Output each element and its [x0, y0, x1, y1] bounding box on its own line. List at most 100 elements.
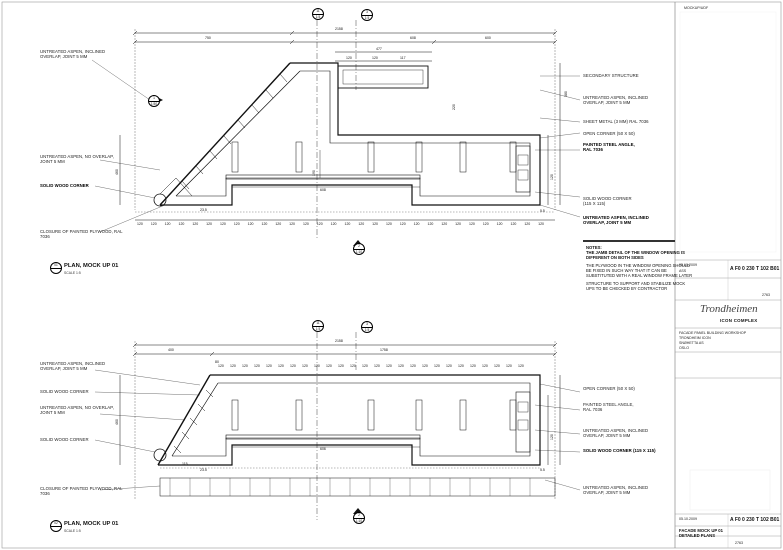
- p1-bottom-dim: 120: [247, 222, 254, 226]
- p1-bottom-dim: 120: [427, 222, 434, 226]
- plan-1-geometry: [91, 20, 581, 246]
- p2-label-closure-plywood: CLOSURE OF PAINTED PLYWOOD, RAL 7036: [40, 486, 123, 497]
- p1-bottom-dim: 120: [441, 222, 448, 226]
- p2-top-dim: 120: [350, 364, 356, 368]
- p2-label-aspen-inclined-r2: UNTREATED ASPEN, INCLINED OVERLAP, JOINT…: [583, 485, 649, 496]
- p2-label-aspen-no-overlap: UNTREATED ASPEN, NO OVERLAP, JOINT 5 MM: [40, 405, 114, 416]
- tb-lower-drawing-no: A F0 0 230 T 102 B01: [730, 517, 780, 523]
- tb-client-4: OSLO: [679, 346, 689, 350]
- p1-bottom-dim: 120: [510, 222, 517, 226]
- p2-top-dim: 120: [458, 364, 464, 368]
- tb-client-2: TRONDHEIM ICON: [679, 336, 711, 340]
- p2-top-dim: 120: [290, 364, 296, 368]
- tb-lower-sheet: 2763: [735, 541, 743, 545]
- p1-bottom-dim: 120: [455, 222, 461, 226]
- p2-top-dim: 120: [314, 364, 320, 368]
- dim-120a: 120: [346, 56, 352, 60]
- tb-rev-date: 05.10.2009: [679, 263, 697, 267]
- dim-side-120: 120: [550, 174, 554, 180]
- p2-top-dim: 120: [482, 364, 488, 368]
- p2-dim-total: 2158: [335, 339, 343, 343]
- p2-dim-1758: 1758: [380, 348, 388, 352]
- p1-bottom-dim: 120: [524, 222, 531, 226]
- p2-top-dim: 120: [302, 364, 308, 368]
- dim-inner-608: 608: [320, 188, 326, 192]
- p1-bottom-dim: 120: [469, 222, 475, 226]
- p2-label-aspen-inclined-r: UNTREATED ASPEN, INCLINED OVERLAP, JOINT…: [583, 428, 649, 439]
- p1-bottom-dim: 120: [316, 222, 323, 226]
- dim-477: 477: [376, 47, 382, 51]
- plan-1-marker: 01: [50, 262, 62, 274]
- dim-side-380: 380: [564, 91, 568, 97]
- p2-dim-side-120: 120: [550, 434, 554, 440]
- dim-inner-190: 190: [312, 170, 316, 176]
- p2-dim-side-55: 5.5: [540, 468, 545, 472]
- note-1: THE JAMB DETAIL OF THE WINDOW OPENING IS…: [586, 250, 685, 260]
- p2-top-dim: 120: [518, 364, 524, 368]
- p2-top-dim: 120: [494, 364, 500, 368]
- dim-608: 608: [410, 36, 416, 40]
- p2-top-dim: 120: [326, 364, 332, 368]
- p1-bottom-dim: 120: [178, 222, 185, 226]
- p2-top-dim: 120: [446, 364, 452, 368]
- p2-top-dim: 120: [338, 364, 344, 368]
- p2-label-steel-angle: PAINTED STEEL ANGLE, RAL 7036: [583, 402, 634, 413]
- tb-client-1: FACADE PANEL BUILDING WORKSHOP: [679, 331, 747, 335]
- plan-2-geometry: [94, 332, 581, 520]
- tb-lower-date: 05.10.2009: [679, 517, 697, 521]
- tb-rev-by: ASS: [679, 269, 687, 273]
- p2-label-solid-wood-corner: SOLID WOOD CORNER: [40, 389, 89, 394]
- p1-bottom-dim: 120: [344, 222, 351, 226]
- plan-1-title: PLAN, MOCK UP 01: [64, 263, 119, 269]
- plan-1-scale: SCALE 1:5: [64, 271, 81, 275]
- p2-label-solid-wood-corner-r: SOLID WOOD CORNER (115 X 115): [583, 448, 656, 453]
- p1-bottom-dim: 120: [164, 222, 171, 226]
- p2-top-dim: 120: [362, 364, 368, 368]
- plan-2-scale: SCALE 1:5: [64, 529, 81, 533]
- p1-label-open-corner: OPEN CORNER (50 X 50): [583, 131, 635, 136]
- dim-side-460: 460: [115, 169, 119, 175]
- p1-bottom-dim: 120: [482, 222, 489, 226]
- p1-label-aspen-inclined-r2: UNTREATED ASPEN, INCLINED OVERLAP, JOINT…: [583, 215, 649, 226]
- p2-label-open-corner: OPEN CORNER (50 X 50): [583, 386, 635, 391]
- p1-label-aspen-inclined-r: UNTREATED ASPEN, INCLINED OVERLAP, JOINT…: [583, 95, 649, 106]
- p2-dim-80: 80: [215, 360, 219, 364]
- p2-top-dim: 120: [434, 364, 440, 368]
- tb-logo: Trondheimen: [700, 303, 758, 315]
- p2-top-dim: 120: [242, 364, 248, 368]
- tb-client-3: SNØHETTA AS: [679, 341, 704, 345]
- p2-top-dim: 120: [218, 364, 224, 368]
- notes-heading: NOTES:: [586, 245, 602, 250]
- dim-side-220: 220: [452, 104, 456, 110]
- p1-bottom-dim: 120: [358, 222, 365, 226]
- p1-bottom-dim: 120: [413, 222, 420, 226]
- p1-label-steel-angle: PAINTED STEEL ANGLE, RAL 7036: [583, 142, 635, 153]
- p1-label-solid-wood-corner-r: SOLID WOOD CORNER (115 X 115): [583, 196, 632, 207]
- p1-bottom-dim: 120: [330, 222, 337, 226]
- p1-bottom-dim: 120: [261, 222, 268, 226]
- p1-bottom-dim: 120: [496, 222, 503, 226]
- p1-bottom-dim: 120: [538, 222, 544, 226]
- p1-bottom-dim: 120: [137, 222, 143, 226]
- p2-top-dim: 120: [386, 364, 392, 368]
- p2-top-dim: 120: [410, 364, 416, 368]
- p1-bottom-dim: 120: [220, 222, 226, 226]
- p2-dim-400: 400: [168, 348, 174, 352]
- p1-bottom-dim: 120: [206, 222, 212, 226]
- notes-block: NOTES: THE JAMB DETAIL OF THE WINDOW OPE…: [586, 245, 694, 291]
- p1-bottom-dim: 120: [289, 222, 295, 226]
- dim-600: 600: [485, 36, 491, 40]
- p1-label-sheet-metal: SHEET METAL (3 MM) RAL 7036: [583, 119, 649, 124]
- p2-top-dim: 120: [266, 364, 272, 368]
- tb-drawing-no: A F0 0 230 T 102 B01: [730, 266, 780, 272]
- dim-side-55: 5.5: [540, 209, 545, 213]
- dim-inner-23: 23.5: [200, 208, 207, 212]
- note-2: THE PLYWOOD IN THE WINDOW OPENING SHOULD…: [586, 263, 693, 278]
- p1-bottom-dim: 120: [399, 222, 406, 226]
- p1-label-solid-wood-corner: SOLID WOOD CORNER: [40, 183, 89, 188]
